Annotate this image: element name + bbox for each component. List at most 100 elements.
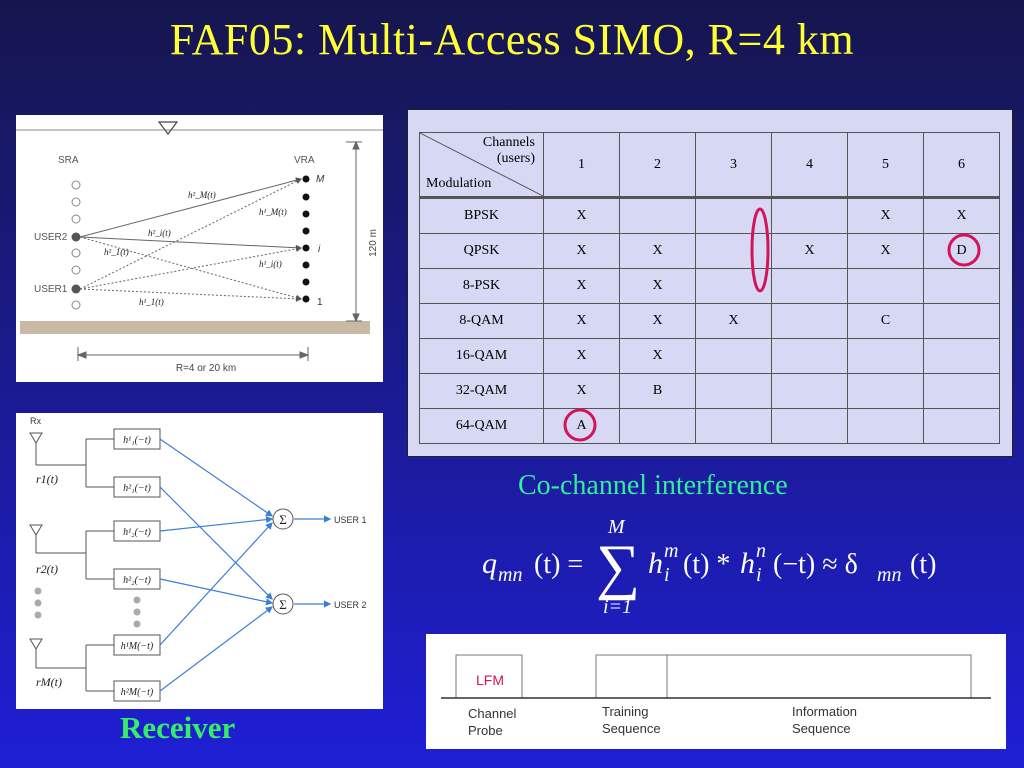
formula: M ∑ i=1 q mn (t) = h m i (t) * h n i (−t…: [482, 516, 936, 618]
table-cell: [771, 268, 848, 304]
modulation-table: Channels(users) Modulation 1 2 3 4 5 6 B…: [419, 132, 1000, 444]
receiver-caption: Receiver: [120, 710, 236, 745]
surface-marker-icon: [157, 121, 179, 135]
ellipsis-dot: [133, 620, 141, 628]
antenna-3-icon: [29, 638, 43, 650]
modulation-cell: 64-QAM: [419, 408, 544, 444]
modulation-cell: QPSK: [419, 233, 544, 269]
user2-source: [71, 232, 81, 242]
users-header: (users): [496, 151, 535, 166]
cci-caption: Co-channel interference: [518, 470, 788, 501]
table-cell: [847, 408, 924, 444]
h-first-sub: i: [664, 564, 670, 586]
probe-signal-diagram: LFM Channel Probe Training Sequence Info…: [426, 634, 1006, 749]
table-cell: [695, 373, 772, 409]
information-label-1: Information: [792, 704, 857, 719]
table-cell: X: [847, 196, 924, 234]
sra-label: SRA: [58, 155, 79, 166]
user1-output: USER 1: [334, 515, 367, 525]
training-label-2: Sequence: [602, 721, 661, 736]
filter-6: h²M(−t): [121, 687, 154, 698]
range-label: R=4 or 20 km: [176, 363, 236, 374]
table-cell: [923, 268, 1000, 304]
column3-highlight: [750, 207, 770, 293]
ellipsis-dot: [133, 608, 141, 616]
channels-header: Channels: [482, 135, 535, 150]
d-cell-highlight: [947, 233, 981, 267]
column-header: 4: [771, 132, 848, 198]
channel-probe-label-1: Channel: [468, 706, 517, 721]
information-label-2: Sequence: [792, 721, 851, 736]
table-cell: X: [923, 196, 1000, 234]
h-second-sup: n: [756, 540, 766, 562]
h-label-2: h¹_M(t): [259, 207, 287, 217]
table-cell: [771, 196, 848, 234]
h-first-sup: m: [664, 540, 678, 562]
h-second-sub: i: [756, 564, 762, 586]
table-cell: X: [619, 233, 696, 269]
sum-upper: M: [607, 516, 626, 538]
modulation-cell: 8-PSK: [419, 268, 544, 304]
ellipsis-dot: [34, 599, 42, 607]
sum-2-icon: Σ: [279, 597, 287, 612]
filter-2: h²₁(−t): [123, 483, 151, 494]
ellipsis-dot: [133, 596, 141, 604]
lhs-t: (t) =: [534, 549, 583, 580]
table-cell: [923, 338, 1000, 374]
table-cell: X: [695, 303, 772, 339]
table-cell: [771, 408, 848, 444]
geometry-diagram: SRA VRA USER2 USER1 M i 1 h²_M(t) h¹_: [16, 115, 383, 382]
input-rM: rM(t): [36, 675, 62, 689]
user1-label: USER1: [34, 284, 68, 295]
channel-probe-label-2: Probe: [468, 723, 503, 738]
slide-title: FAF05: Multi-Access SIMO, R=4 km: [169, 15, 855, 64]
input-r2: r2(t): [36, 562, 58, 576]
filter-3: h¹₂(−t): [123, 527, 151, 538]
filter-5: h¹M(−t): [121, 641, 154, 652]
sum-1-icon: Σ: [279, 512, 287, 527]
table-row: 64-QAM A: [419, 408, 1000, 444]
vra-top-marker: M: [316, 174, 325, 185]
ellipsis-dot: [34, 611, 42, 619]
a-cell-highlight: [563, 408, 597, 442]
h-second: h: [740, 547, 755, 580]
table-cell: [923, 408, 1000, 444]
table-cell: B: [619, 373, 696, 409]
sum-lower: i=1: [603, 596, 632, 618]
rhs-end: (t): [910, 549, 936, 580]
lhs-q: q: [482, 547, 497, 580]
table-cell: X: [543, 338, 620, 374]
table-cell: X: [619, 303, 696, 339]
rhs-terms: (−t) ≈ δ: [773, 549, 858, 580]
table-cell: [847, 373, 924, 409]
h-label-1: h²_M(t): [188, 190, 216, 200]
lhs-sub: mn: [498, 564, 522, 586]
rx-label: Rx: [30, 416, 41, 426]
h-label-6: h¹_1(t): [139, 297, 164, 307]
table-cell: X: [543, 268, 620, 304]
h-label-4: h²_1(t): [104, 247, 129, 257]
vra-bottom-marker: 1: [317, 297, 323, 308]
mid-t: (t) *: [683, 549, 730, 580]
h-label-5: h¹_i(t): [259, 259, 282, 269]
h-label-3: h²_i(t): [148, 228, 171, 238]
ellipsis-dot: [34, 587, 42, 595]
highlight-annotations: [563, 207, 981, 442]
depth-label: 120 m: [368, 229, 379, 257]
h-first: h: [648, 547, 663, 580]
modulation-header: Modulation: [426, 176, 492, 191]
user1-source: [71, 284, 81, 294]
sum-sign: ∑: [596, 533, 640, 601]
receiver-diagram: Rx h¹₁(−t) h²₁(−t) h¹₂(−t): [16, 413, 383, 709]
table-cell: [771, 303, 848, 339]
table-cell: [619, 408, 696, 444]
input-r1: r1(t): [36, 472, 58, 486]
filter-4: h²₂(−t): [123, 575, 151, 586]
antenna-1-icon: [29, 432, 43, 444]
lfm-label: LFM: [476, 672, 504, 688]
training-label-1: Training: [602, 704, 648, 719]
vra-label: VRA: [294, 155, 315, 166]
table-cell: [695, 408, 772, 444]
table-cell: X: [543, 233, 620, 269]
table-cell: X: [619, 338, 696, 374]
